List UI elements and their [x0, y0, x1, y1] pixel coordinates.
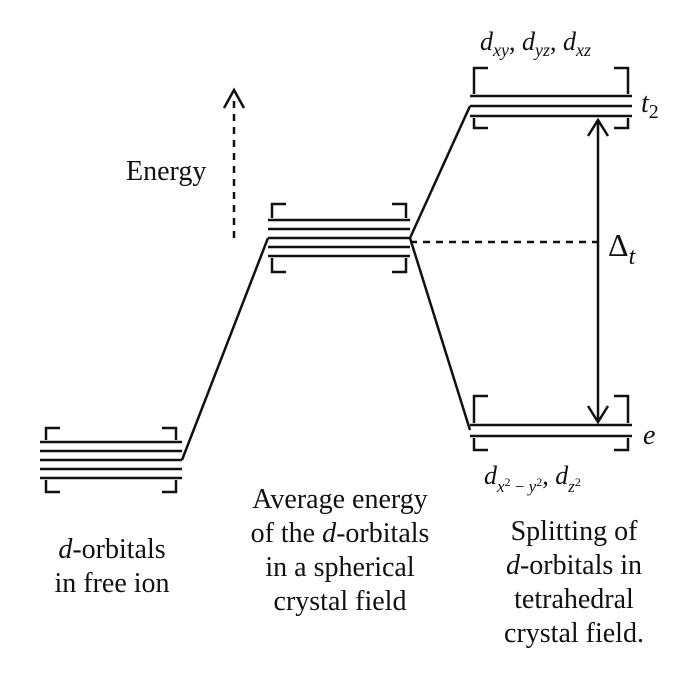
bracket: [472, 66, 488, 94]
e-label: e: [643, 420, 655, 451]
connector-free-to-spherical: [180, 237, 270, 461]
delta-t-arrow: Δt: [586, 117, 662, 425]
caption-line: of the d-orbitals: [251, 518, 430, 549]
bracket: [614, 66, 630, 94]
e-orbitals: [470, 394, 632, 452]
connector-spherical-to-t2: [408, 105, 472, 239]
caption-line: in a spherical: [265, 552, 414, 583]
caption-line: crystal field.: [504, 618, 644, 649]
caption-line: tetrahedral: [514, 584, 634, 615]
t2-label: t2: [641, 88, 659, 123]
connector-spherical-to-e: [408, 237, 472, 431]
delta-arrow-head-up: [586, 117, 610, 137]
energy-axis: Energy: [126, 87, 246, 238]
caption-line: d-orbitals in: [506, 550, 642, 581]
bracket: [472, 438, 488, 452]
delta-label: Δt: [608, 227, 637, 270]
free-ion-caption: d-orbitals in free ion: [54, 534, 169, 599]
caption-line: d-orbitals: [58, 534, 165, 565]
bracket: [614, 438, 630, 452]
bracket: [392, 202, 408, 218]
caption-line: in free ion: [54, 568, 169, 599]
caption-line: crystal field: [274, 586, 407, 617]
bracket: [472, 118, 488, 130]
delta-label-bg: [604, 222, 662, 268]
t2-orbitals-label: dxy, dyz, dxz: [480, 27, 591, 60]
e-orbitals-label: dx2 − y2, dz2: [484, 461, 581, 496]
connector-lines: [180, 105, 598, 461]
caption-line: Average energy: [252, 484, 427, 515]
bracket: [44, 480, 60, 494]
bracket: [614, 118, 630, 130]
energy-label: Energy: [126, 156, 206, 187]
bracket: [270, 258, 286, 274]
free-ion-orbitals: [40, 426, 182, 494]
bracket: [44, 426, 60, 440]
bracket: [162, 426, 178, 440]
bracket: [472, 394, 488, 423]
bracket: [162, 480, 178, 494]
delta-arrow-head-down: [586, 405, 610, 425]
energy-arrow-head: [222, 87, 246, 109]
caption-line: Splitting of: [511, 516, 638, 547]
bracket: [614, 394, 630, 423]
tetrahedral-caption: Splitting of d-orbitals in tetrahedral c…: [504, 516, 644, 649]
spherical-caption: Average energy of the d-orbitals in a sp…: [251, 484, 430, 617]
spherical-field-orbitals: [268, 202, 410, 274]
t2-orbitals: [470, 66, 632, 130]
bracket: [270, 202, 286, 218]
bracket: [392, 258, 408, 274]
